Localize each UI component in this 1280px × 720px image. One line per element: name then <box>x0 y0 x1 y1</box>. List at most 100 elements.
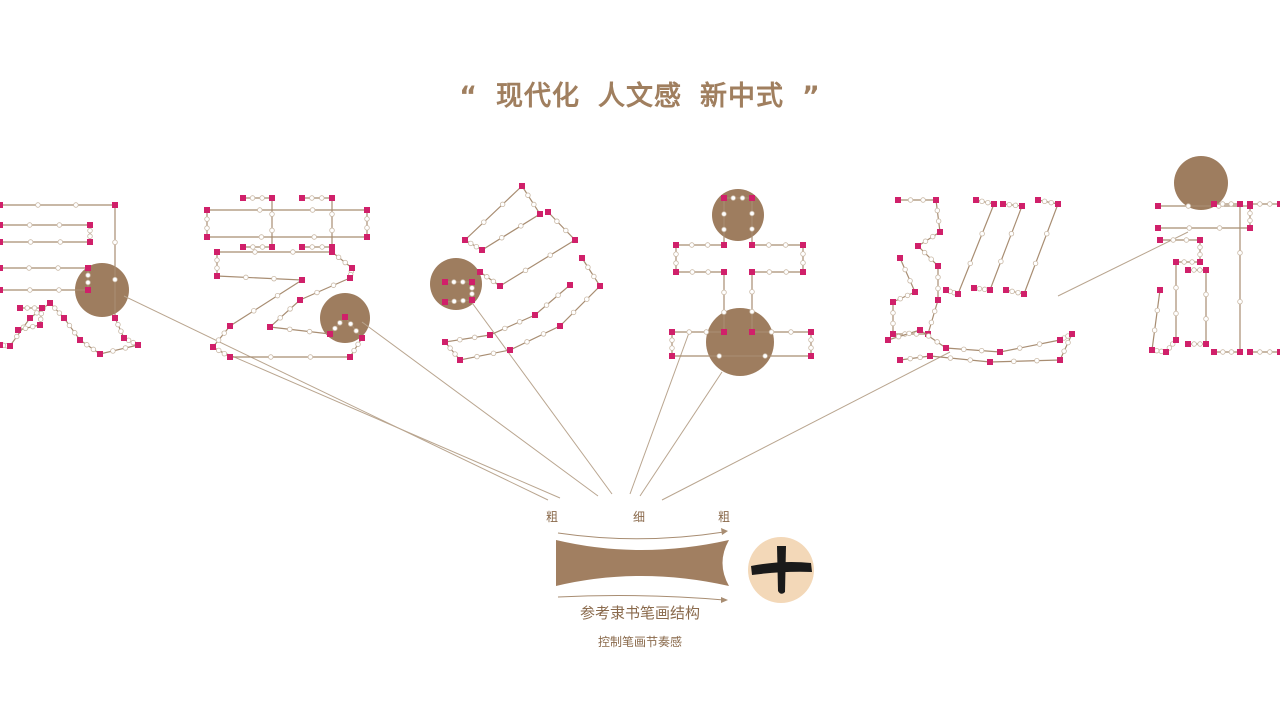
bezier-handle <box>1247 217 1253 224</box>
bezier-handle <box>314 289 320 296</box>
outline-path <box>1188 269 1207 345</box>
bezier-handle <box>570 309 577 316</box>
bezier-handle <box>543 302 550 308</box>
anchor-point <box>890 299 896 305</box>
anchor-point <box>497 283 503 289</box>
bezier-handle <box>921 249 928 256</box>
thickness-arrow-top-head <box>721 528 728 535</box>
anchor-point <box>1173 337 1179 343</box>
anchor-point <box>885 337 891 343</box>
bezier-handle <box>531 201 537 208</box>
anchor-point <box>897 357 903 363</box>
bezier-handle <box>540 331 547 337</box>
anchor-point <box>567 282 573 288</box>
bezier-handle <box>932 308 938 314</box>
outline-path <box>444 281 473 303</box>
anchor-point <box>85 287 91 293</box>
bezier-handle <box>1041 198 1048 205</box>
anchor-point <box>597 283 603 289</box>
anchor-point <box>721 269 727 275</box>
anchor-point <box>359 335 365 341</box>
anchor-point <box>442 339 448 345</box>
anchor-point <box>347 275 353 281</box>
anchor-point <box>210 344 216 350</box>
label-thick-left: 粗 <box>546 510 559 524</box>
anchor-point <box>917 327 923 333</box>
anchor-point <box>479 247 485 253</box>
bezier-handle <box>686 329 692 335</box>
bezier-handle <box>351 347 357 354</box>
bezier-handle <box>522 267 529 274</box>
bezier-handle <box>26 265 32 271</box>
anchor-point <box>469 297 475 303</box>
anchor-point <box>85 265 91 271</box>
bezier-handle <box>721 226 727 233</box>
bezier-handle <box>1065 339 1071 346</box>
bezier-handle <box>274 292 281 299</box>
bezier-handle <box>452 351 458 357</box>
bezier-handle <box>24 305 30 311</box>
bezier-handle <box>925 333 932 339</box>
anchor-point <box>240 195 246 201</box>
bezier-handle <box>1203 316 1209 322</box>
bezier-handle <box>808 345 814 351</box>
bezier-handle <box>1044 230 1050 237</box>
bezier-handle <box>895 334 902 340</box>
anchor-point <box>269 195 275 201</box>
bezier-handle <box>1170 237 1176 243</box>
bezier-handle <box>451 279 457 285</box>
bezier-handle <box>554 218 560 224</box>
bezier-handle <box>669 345 675 351</box>
thickness-arrow-bottom-head <box>721 597 728 603</box>
bezier-handle <box>1197 341 1203 347</box>
bezier-handle <box>935 285 941 292</box>
anchor-point <box>721 242 727 248</box>
anchor-point <box>1185 267 1191 273</box>
glyph-outline-ling <box>0 202 141 357</box>
anchor-point <box>87 239 93 245</box>
anchor-point <box>61 315 67 321</box>
glyph-outline-xun <box>885 197 1075 365</box>
label-thin-middle: 细 <box>633 510 646 524</box>
anchor-point <box>0 239 3 245</box>
bezier-handle <box>216 347 222 354</box>
bezier-handle <box>800 251 806 257</box>
bezier-handle <box>364 216 370 222</box>
anchor-point <box>973 197 979 203</box>
bezier-handle <box>221 351 228 357</box>
bezier-handle <box>90 346 97 353</box>
bezier-handle <box>56 310 63 316</box>
bezier-handle <box>1220 349 1226 355</box>
anchor-point <box>27 315 33 321</box>
bezier-handle <box>961 346 967 353</box>
bezier-handle <box>890 320 896 327</box>
anchor-point <box>329 195 335 201</box>
anchor-point <box>519 183 525 189</box>
anchor-point <box>299 244 305 250</box>
bezier-handle <box>1008 231 1015 237</box>
anchor-point <box>721 329 727 335</box>
bezier-handle <box>1203 291 1209 298</box>
anchor-point <box>457 357 463 363</box>
bezier-handle <box>14 333 20 340</box>
anchor-point <box>1197 237 1203 243</box>
bezier-handle <box>52 305 58 311</box>
bezier-handle <box>35 202 41 208</box>
anchor-point <box>1185 341 1191 347</box>
bezier-handle <box>502 325 508 332</box>
bezier-handle <box>473 243 480 250</box>
bezier-handle <box>739 195 746 201</box>
anchor-point <box>808 353 814 359</box>
bezier-handle <box>1197 244 1203 250</box>
outline-path <box>243 197 273 248</box>
bezier-handle <box>306 328 313 335</box>
bezier-handle <box>705 269 711 275</box>
bezier-handle <box>330 282 337 288</box>
bezier-handle <box>976 285 983 292</box>
bezier-handle <box>730 195 736 201</box>
anchor-point <box>0 287 3 293</box>
anchor-point <box>442 299 448 305</box>
bezier-handle <box>319 195 325 201</box>
anchor-point <box>37 322 43 328</box>
bezier-handle <box>249 195 256 201</box>
